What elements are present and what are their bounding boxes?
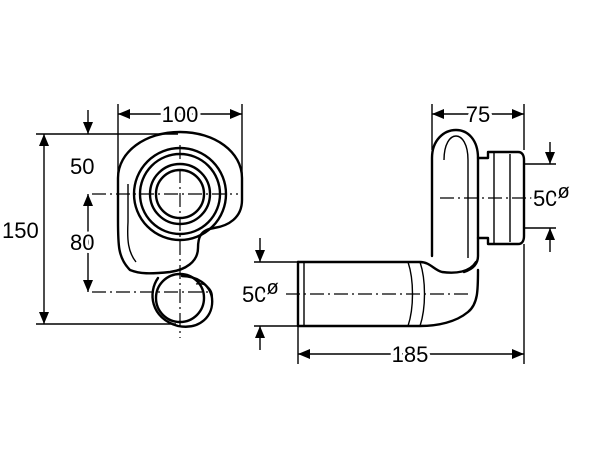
dim-outlet-arrow-bottom: [545, 228, 555, 240]
dim-50-offset-arrow: [83, 122, 93, 134]
lower-outlet-detail: [195, 283, 213, 301]
dim-75-arrow-right: [512, 109, 524, 119]
front-view: 100 150 50 80: [0, 99, 244, 338]
dim-185-label: 185: [392, 342, 429, 367]
dim-inlet-arrow-top: [255, 250, 265, 262]
dim-100-arrow-right: [230, 109, 242, 119]
dim-inlet-arrow-bottom: [255, 326, 265, 338]
dim-185-arrow-right: [512, 349, 524, 359]
dim-185-arrow-left: [298, 349, 310, 359]
dim-80-arrow-top: [83, 194, 93, 206]
dim-100-label: 100: [162, 102, 199, 127]
dim-50-offset-label: 50: [70, 154, 94, 179]
dim-inlet-label: 50ø: [242, 277, 279, 307]
dim-inlet-symbol: ø: [266, 277, 278, 299]
dim-inlet-value: 50: [242, 282, 266, 307]
side-inlet-pipe: [296, 260, 480, 328]
dim-75-arrow-left: [432, 109, 444, 119]
dim-75-label: 75: [466, 102, 490, 127]
dim-80-label: 80: [70, 230, 94, 255]
dim-150-label: 150: [2, 218, 39, 243]
dim-outlet-symbol: ø: [557, 181, 569, 203]
side-body-outline: [430, 128, 480, 274]
dim-outlet-value: 50: [533, 186, 557, 211]
dim-100-arrow-left: [118, 109, 130, 119]
side-view: 75 50ø 50ø 185: [239, 99, 573, 370]
dim-150-arrow-top: [39, 134, 49, 146]
dim-80-arrow-bottom: [83, 280, 93, 292]
side-body-inner: [443, 135, 469, 258]
dim-outlet-label: 50ø: [533, 181, 570, 211]
lower-outlet-lobe: [151, 274, 214, 328]
dim-outlet-arrow-top: [545, 152, 555, 164]
front-inner-contour: [127, 184, 137, 263]
dim-150-arrow-bottom: [39, 312, 49, 324]
